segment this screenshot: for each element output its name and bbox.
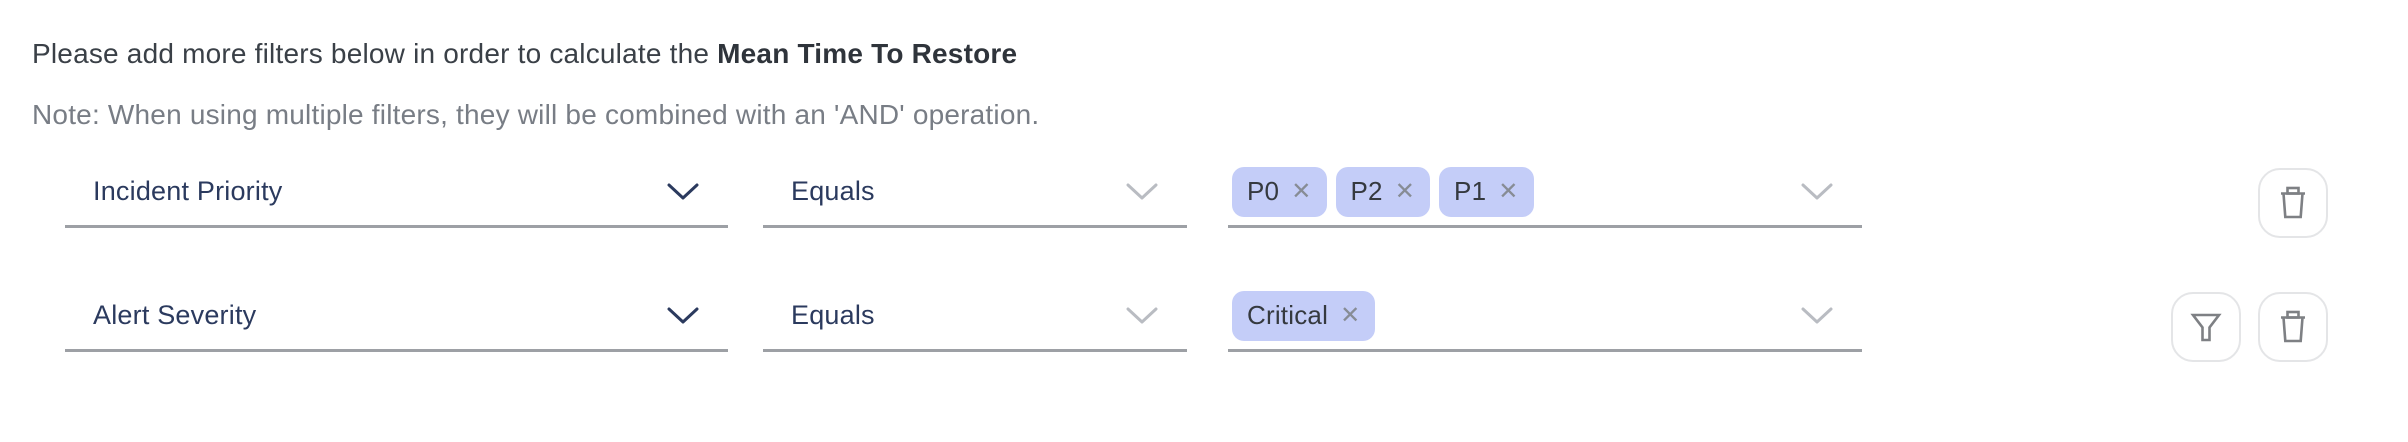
filter-operator-value: Equals xyxy=(791,176,875,206)
tag-label: P0 xyxy=(1247,176,1280,206)
delete-filter-button-row1[interactable] xyxy=(2258,168,2328,238)
chevron-down-icon xyxy=(1125,182,1159,202)
metric-name: Mean Time To Restore xyxy=(717,38,1018,69)
chevron-down-icon xyxy=(1125,306,1159,326)
filter-field-select-row2[interactable]: Alert Severity xyxy=(65,282,728,352)
chevron-down-icon xyxy=(666,182,700,202)
page-title: Please add more filters below in order t… xyxy=(32,36,1017,72)
delete-filter-button-row2[interactable] xyxy=(2258,292,2328,362)
filter-field-value: Incident Priority xyxy=(93,176,283,206)
filter-operator-value: Equals xyxy=(791,300,875,330)
chevron-down-icon xyxy=(1800,306,1834,326)
filters-note: Note: When using multiple filters, they … xyxy=(32,99,1040,130)
tag-label: P1 xyxy=(1454,176,1487,206)
tag-p2: P2 ✕ xyxy=(1335,166,1431,217)
funnel-icon xyxy=(2189,309,2223,345)
tag-p1: P1 ✕ xyxy=(1439,166,1534,217)
chevron-down-icon xyxy=(1800,182,1834,202)
trash-icon xyxy=(2276,185,2310,221)
filter-field-select-row1[interactable]: Incident Priority xyxy=(65,158,728,228)
filter-operator-select-row2[interactable]: Equals xyxy=(763,282,1187,352)
filter-values-multiselect-row2[interactable]: Critical ✕ xyxy=(1228,282,1862,352)
remove-tag-icon[interactable]: ✕ xyxy=(1394,177,1416,205)
tag-label: P2 xyxy=(1350,176,1383,206)
filter-field-value: Alert Severity xyxy=(93,300,257,330)
selected-tags: Critical ✕ xyxy=(1228,290,1376,341)
intro-text: Please add more filters below in order t… xyxy=(32,38,718,69)
remove-tag-icon[interactable]: ✕ xyxy=(1340,301,1361,329)
tag-label: Critical xyxy=(1247,300,1329,330)
chevron-down-icon xyxy=(666,306,700,326)
trash-icon xyxy=(2276,309,2310,345)
selected-tags: P0 ✕ P2 ✕ P1 ✕ xyxy=(1228,166,1534,217)
tag-p0: P0 ✕ xyxy=(1232,166,1327,217)
tag-critical: Critical ✕ xyxy=(1232,290,1376,341)
remove-tag-icon[interactable]: ✕ xyxy=(1291,177,1312,205)
apply-filter-button-row2[interactable] xyxy=(2171,292,2241,362)
filter-values-multiselect-row1[interactable]: P0 ✕ P2 ✕ P1 ✕ xyxy=(1228,158,1862,228)
filter-operator-select-row1[interactable]: Equals xyxy=(763,158,1187,228)
remove-tag-icon[interactable]: ✕ xyxy=(1498,177,1519,205)
